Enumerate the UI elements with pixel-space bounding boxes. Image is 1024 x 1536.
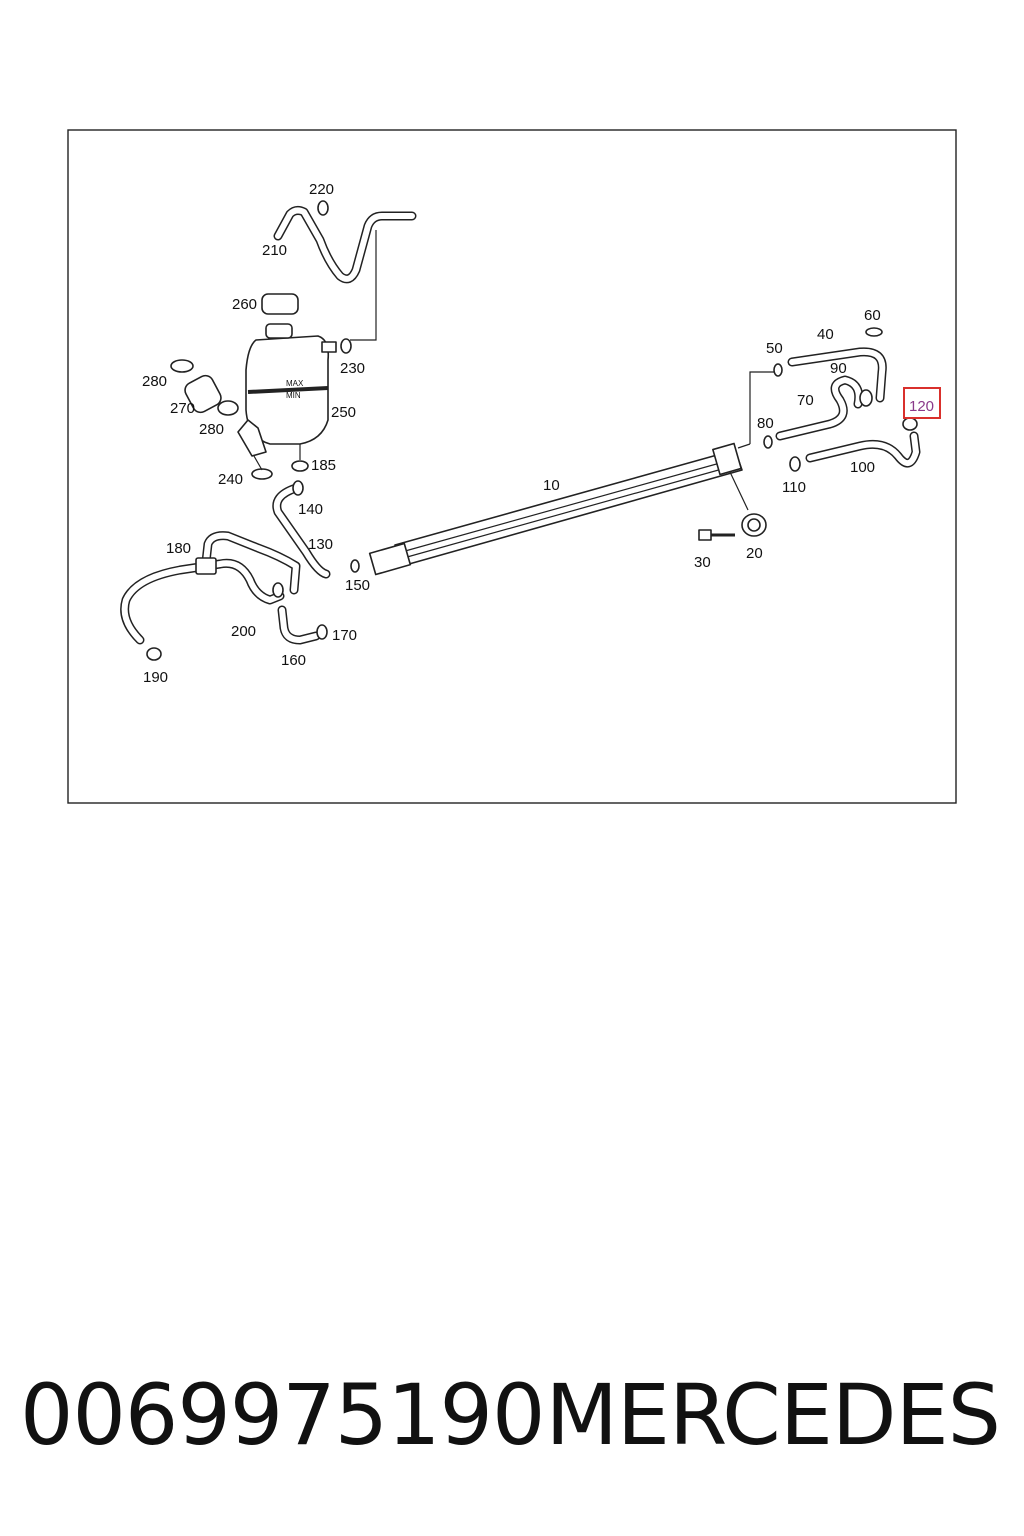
- callout-190: 190: [143, 669, 168, 686]
- part-260-cap: [261, 293, 299, 315]
- right-clamps: [763, 327, 918, 472]
- part-240-clamp: [251, 468, 273, 480]
- callout-185: 185: [311, 457, 336, 474]
- part-190-clamp: [146, 647, 162, 661]
- callout-280-b: 280: [199, 421, 224, 438]
- tank-max-label: MAX: [286, 379, 304, 388]
- callout-120: 120: [909, 398, 934, 415]
- part-30-screw: [698, 529, 735, 541]
- callout-110: 110: [782, 479, 806, 496]
- part-185-clamp: [291, 460, 309, 472]
- part-250-expansion-tank: MAX MIN: [237, 293, 337, 457]
- part-200-clamp: [272, 582, 284, 598]
- callout-labels: 10 20 30 40 50 60 70 80 90 100 110 120 1…: [142, 181, 934, 686]
- part-180-hose: [120, 531, 301, 645]
- part-130-hose: [272, 483, 331, 579]
- part-280-clamp-a: [170, 359, 194, 373]
- brand-name: MERCEDES: [545, 1366, 1001, 1464]
- part-10-cooler-tube: [368, 371, 776, 576]
- part-150-clamp: [350, 559, 360, 573]
- callout-270: 270: [170, 400, 195, 417]
- callout-260: 260: [232, 296, 257, 313]
- callout-180: 180: [166, 540, 191, 557]
- part-140-clamp: [292, 480, 304, 496]
- highlight-box-120: [903, 387, 941, 419]
- part-20-clip: [741, 513, 767, 537]
- part-280-clamp-b: [217, 400, 239, 416]
- callout-100: 100: [850, 459, 875, 476]
- callout-130: 130: [308, 536, 333, 553]
- part-100-hose: [805, 431, 921, 468]
- callout-210: 210: [262, 242, 287, 259]
- callout-70: 70: [797, 392, 814, 409]
- part-40-hose: [787, 347, 887, 403]
- callout-140: 140: [298, 501, 323, 518]
- tank-min-label: MIN: [286, 391, 301, 400]
- callout-240: 240: [218, 471, 243, 488]
- part-number: 0069975190: [20, 1366, 545, 1464]
- part-170-clamp: [316, 624, 328, 640]
- part-160-hose: [277, 605, 321, 645]
- part-270-hose-stub: [184, 374, 222, 414]
- callout-20: 20: [746, 545, 763, 562]
- diagram-border: [67, 129, 957, 804]
- callout-40: 40: [817, 326, 834, 343]
- callout-160: 160: [281, 652, 306, 669]
- callout-90: 90: [830, 360, 847, 377]
- part-210-hose: [273, 205, 417, 341]
- callout-200: 200: [231, 623, 256, 640]
- callout-80: 80: [757, 415, 774, 432]
- parts-diagram: MAX MIN 10 20 30 40 50 60 7: [67, 129, 957, 804]
- callout-170: 170: [332, 627, 357, 644]
- diagram-svg: MAX MIN 10 20 30 40 50 60 7: [67, 129, 957, 804]
- callout-10: 10: [543, 477, 560, 494]
- caption-bar: 0069975190 MERCEDES: [0, 1360, 1024, 1470]
- callout-50: 50: [766, 340, 783, 357]
- callout-250: 250: [331, 404, 356, 421]
- callout-230: 230: [340, 360, 365, 377]
- callout-60: 60: [864, 307, 881, 324]
- part-70-hose: [775, 375, 864, 441]
- callout-150: 150: [345, 577, 370, 594]
- callout-220: 220: [309, 181, 334, 198]
- part-220-clamp: [317, 200, 329, 216]
- callout-280-a: 280: [142, 373, 167, 390]
- callout-30: 30: [694, 554, 711, 571]
- part-230-clamp: [340, 338, 352, 354]
